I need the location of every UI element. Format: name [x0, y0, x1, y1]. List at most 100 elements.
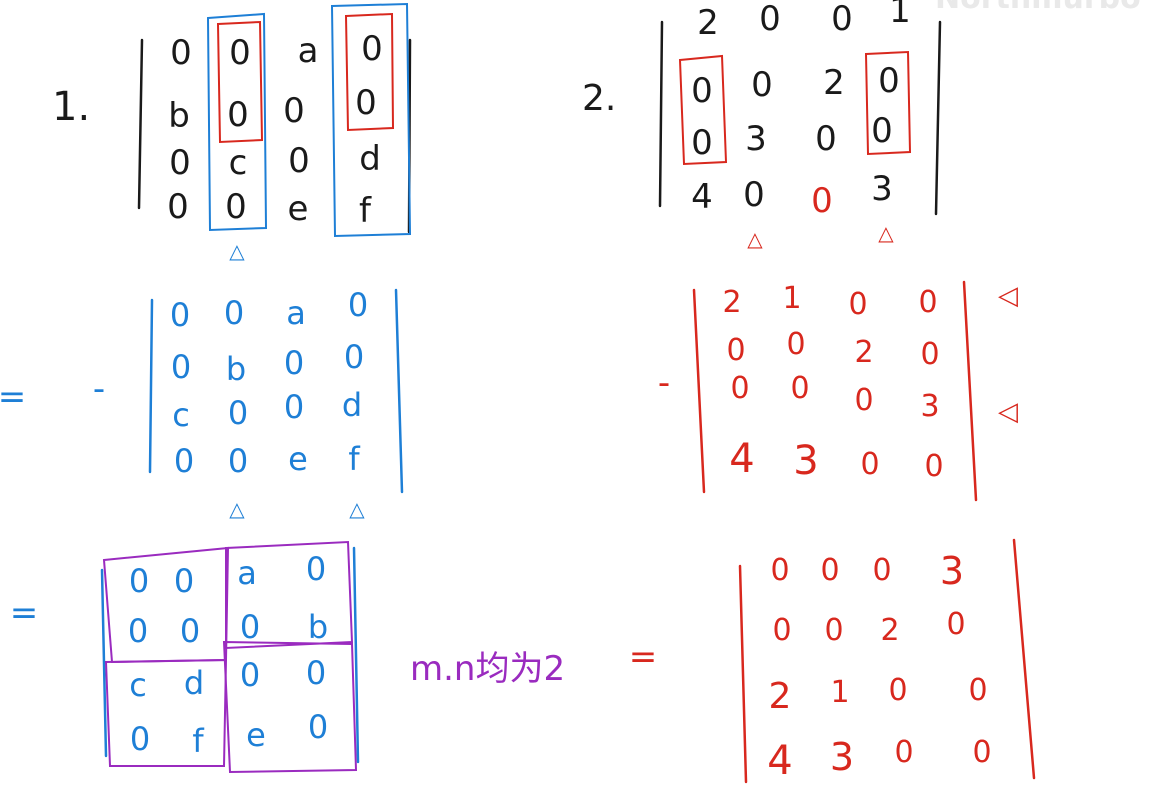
p2s1-cell: 4	[729, 436, 754, 482]
p2s2-cell: 4	[767, 738, 792, 784]
p1-cell: e	[288, 189, 309, 229]
p2s1-cell: 0	[860, 447, 879, 482]
p1-cell: 0	[225, 187, 247, 227]
p2s1-cell: 0	[918, 285, 937, 320]
p2s1-cell: 0	[854, 383, 873, 418]
p2-cell: 0	[815, 119, 837, 159]
p2-cell: 3	[871, 169, 893, 209]
p1s1-triangle-marker: △	[229, 497, 245, 521]
p2s2-cell: 0	[770, 553, 789, 588]
p1s2-cell: f	[192, 722, 204, 760]
p2-triangle-marker: △	[747, 227, 763, 251]
p1s2-cell: 0	[308, 708, 328, 746]
p1-step2-determinant	[100, 546, 360, 764]
p1s1-cell: 0	[174, 442, 194, 480]
problem1-label: 1.	[52, 84, 90, 130]
p2s1-swap-marker: ◁	[998, 281, 1018, 311]
problem1-zero-highlights	[216, 12, 395, 144]
p2s2-cell: 0	[888, 673, 907, 708]
p2-cell-highlight: 0	[811, 181, 833, 221]
p2s1-cell: 0	[726, 333, 745, 368]
p2s2-cell: 0	[872, 553, 891, 588]
p2-cell: 2	[697, 3, 719, 43]
problem1-matrix: 0 0 a 0 b 0 0 0 0 c 0 d 0 0 e f	[167, 29, 383, 231]
p2-step2-matrix: 0 0 0 3 0 0 2 0 2 1 0 0 4 3 0 0	[767, 549, 991, 784]
p1s2-cell: b	[308, 608, 328, 646]
p1s1-cell: 0	[228, 442, 248, 480]
p1s1-cell: 0	[284, 344, 304, 382]
p1-cell: c	[229, 143, 248, 183]
p1s1-cell: e	[288, 440, 308, 478]
p2s2-cell: 2	[880, 613, 899, 648]
p1-cell: f	[359, 191, 372, 231]
p1-cell: 0	[288, 141, 310, 181]
p2-cell: 0	[831, 0, 853, 39]
p1-step2-block-matrix: 0 0 a 0 0 0 0 b c d 0 0 0 f e 0	[128, 550, 328, 760]
p1s2-cell: 0	[306, 550, 326, 588]
problem1-column-highlights	[206, 2, 412, 238]
p1-cell: 0	[227, 95, 249, 135]
p1-cell: a	[298, 31, 319, 71]
p2s2-cell: 0	[894, 735, 913, 770]
p2s2-cell: 0	[968, 673, 987, 708]
p1-step1-determinant	[148, 288, 404, 494]
p2-cell: 0	[743, 175, 765, 215]
p2s1-cell: 0	[790, 371, 809, 406]
p2s1-cell: 0	[924, 449, 943, 484]
p1s2-cell: a	[237, 554, 257, 592]
p2-cell: 4	[691, 177, 713, 217]
p2s1-cell: 0	[848, 287, 867, 322]
p2-cell: 2	[823, 63, 845, 103]
p1s1-cell: f	[348, 440, 360, 478]
p1s1-cell: c	[172, 396, 190, 434]
p2s1-cell: 2	[722, 285, 741, 320]
p1s1-triangle-marker: △	[349, 497, 365, 521]
p2s1-cell: 3	[920, 389, 939, 424]
p1-cell: 0	[169, 143, 191, 183]
p2s2-cell: 2	[769, 676, 792, 717]
p1s2-cell: d	[184, 664, 204, 702]
problem2-matrix: 2 0 0 1 0 0 2 0 0 3 0 0 4 0 0 3	[691, 0, 911, 221]
p1s1-cell: 0	[348, 286, 368, 324]
p1s2-cell: 0	[240, 608, 260, 646]
p1-step1-minus: -	[93, 369, 105, 409]
p2s2-cell: 3	[830, 735, 854, 779]
p1s1-cell: 0	[171, 348, 191, 386]
p1s1-cell: 0	[284, 388, 304, 426]
p1-step1-matrix: 0 0 a 0 0 b 0 0 c 0 0 d 0 0 e f	[170, 286, 368, 480]
p1-step1-equals: =	[0, 377, 26, 417]
p2-cell: 0	[759, 0, 781, 39]
p2-step1-matrix: 2 1 0 0 0 0 2 0 0 0 0 3 4 3 0 0	[722, 281, 943, 484]
p1s1-cell: b	[226, 350, 246, 388]
p1-cell: 0	[283, 91, 305, 131]
p2-step2-equals: =	[629, 637, 658, 677]
p1s1-cell: a	[286, 294, 306, 332]
p2-cell: 0	[878, 61, 900, 101]
p2s2-cell: 0	[772, 613, 791, 648]
p2s2-cell: 3	[940, 549, 964, 593]
p2-step1-determinant	[692, 280, 978, 502]
p2s1-swap-marker: ◁	[998, 397, 1018, 427]
p2s1-cell: 3	[793, 438, 818, 484]
p1-cell: 0	[170, 33, 192, 73]
p2s2-cell: 0	[946, 607, 965, 642]
p1s1-cell: 0	[224, 294, 244, 332]
p2s2-cell: 0	[824, 613, 843, 648]
p1s2-cell: 0	[240, 656, 260, 694]
p1-step2-block-outlines	[102, 540, 358, 774]
p2s2-cell: 0	[972, 735, 991, 770]
p2-cell: 0	[751, 65, 773, 105]
p1-step2-equals: =	[10, 593, 39, 633]
p1s1-cell: d	[342, 386, 362, 424]
problem2-determinant	[658, 20, 942, 216]
p1s1-cell: 0	[344, 338, 364, 376]
p2-cell: 0	[691, 71, 713, 111]
p2-cell: 0	[871, 111, 893, 151]
p2s1-cell: 0	[786, 327, 805, 362]
p2-cell: 0	[691, 123, 713, 163]
p1s2-cell: 0	[306, 654, 326, 692]
p1-triangle-marker: △	[229, 239, 245, 263]
problem2-zero-highlights	[678, 50, 912, 166]
p1s1-cell: 0	[228, 394, 248, 432]
p1s2-cell: c	[129, 666, 147, 704]
